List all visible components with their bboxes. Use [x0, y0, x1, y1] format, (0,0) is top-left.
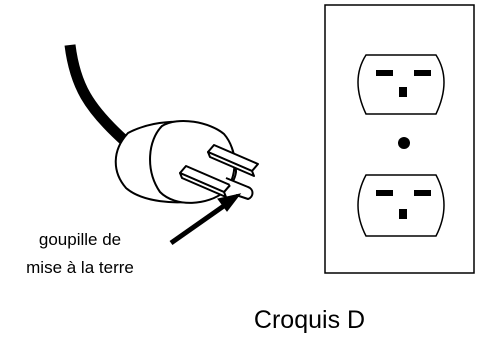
- upper-ground-hole: [399, 87, 407, 97]
- figure-caption: Croquis D: [253, 306, 366, 334]
- lower-right-slot: [414, 190, 431, 196]
- ground-pin: [225, 177, 254, 200]
- lower-receptacle-slots: [376, 190, 431, 219]
- upper-receptacle: [357, 54, 445, 115]
- power-cord: [64, 44, 130, 147]
- upper-prong-side: [207, 151, 255, 177]
- lower-receptacle: [357, 174, 445, 237]
- upper-right-slot: [414, 70, 431, 76]
- upper-receptacle-slots: [376, 70, 431, 97]
- ground-pin-label-line2: mise à la terre: [26, 258, 134, 277]
- center-screw: [398, 137, 410, 149]
- upper-receptacle-face: [357, 54, 445, 115]
- lower-ground-hole: [399, 209, 407, 219]
- ground-pin-label-line1: goupille de: [38, 230, 122, 249]
- lower-left-slot: [376, 190, 393, 196]
- lower-receptacle-face: [357, 174, 445, 237]
- ground-pin-arrow: [169, 193, 242, 246]
- upper-left-slot: [376, 70, 393, 76]
